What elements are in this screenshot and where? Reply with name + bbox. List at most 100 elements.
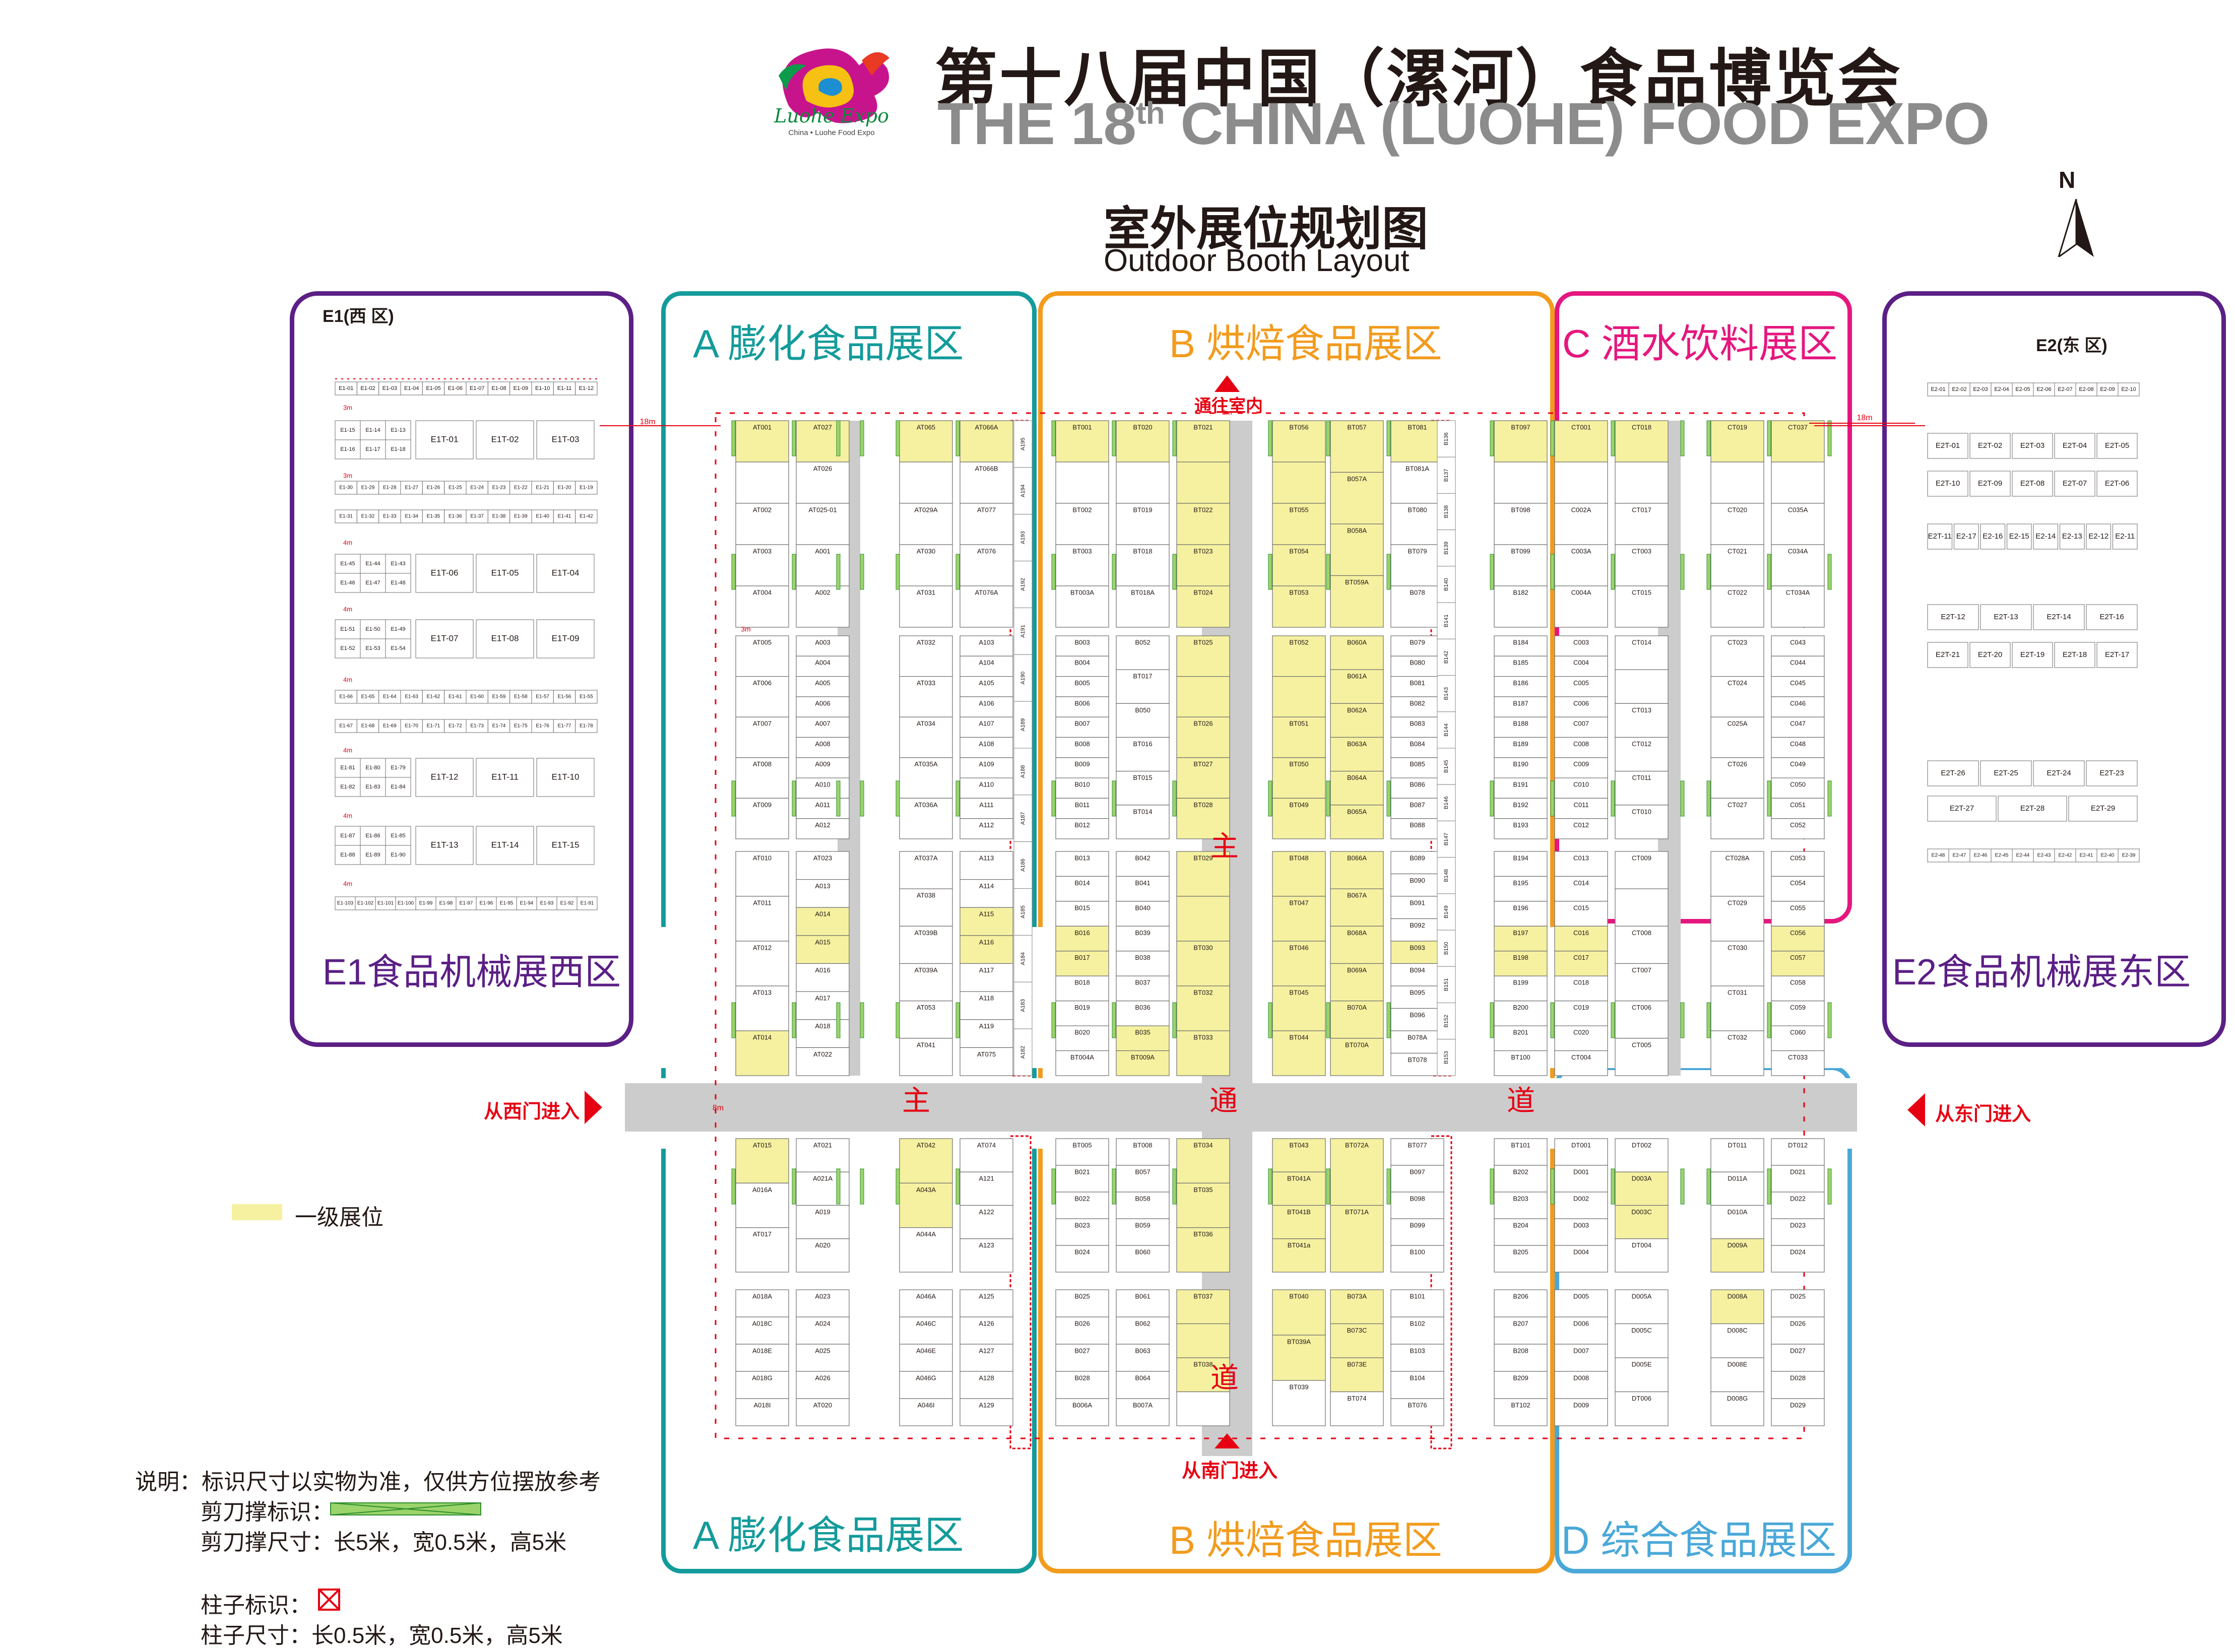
booth-c3-s0-2 bbox=[960, 503, 1013, 545]
entrance-arrows bbox=[585, 375, 1925, 1448]
brace-6-1 bbox=[1051, 554, 1056, 590]
booth-label-c5-s2-0: B042 bbox=[1135, 854, 1150, 862]
booth-c6-s1-1 bbox=[1176, 676, 1230, 717]
booth-label-c9-s1-1: B080 bbox=[1410, 659, 1425, 667]
booth-label-c4-s1-6: B009 bbox=[1074, 760, 1090, 768]
booth-label-c13-s1-3: CT026 bbox=[1728, 760, 1747, 768]
booth-label-c1-s1-4: A007 bbox=[815, 720, 830, 728]
e2-zone-name: E2食品机械展东区 bbox=[1892, 952, 2191, 993]
booth-c5-s1-3 bbox=[1116, 737, 1170, 772]
e2-block-5-2 bbox=[2033, 760, 2085, 786]
booth-label-c13-s4-3: D008G bbox=[1727, 1395, 1748, 1402]
booth-c3-s1-9 bbox=[960, 818, 1013, 839]
booth-label-c0-s2-4: AT014 bbox=[753, 1033, 772, 1041]
booth-label-c0-s4-1: A018C bbox=[752, 1319, 773, 1327]
e1-small-label-4-0: E1-87 bbox=[340, 833, 355, 839]
e1-big-label-3-0: E1T-12 bbox=[431, 772, 459, 781]
booth-grid: AT001AT002AT003AT004AT005AT006AT007AT008… bbox=[630, 409, 1915, 1426]
e1-strip1b-label-9: E1-40 bbox=[536, 514, 549, 519]
brace-1-1 bbox=[792, 554, 796, 590]
booth-label-c2-s2-4: AT053 bbox=[917, 1004, 935, 1011]
thin-booth-0-8 bbox=[1013, 795, 1033, 842]
booth-c5-s3-4 bbox=[1116, 1245, 1170, 1273]
thin-booth-label-1-5: B141 bbox=[1443, 614, 1449, 627]
booth-label-c14-s2-8: CT033 bbox=[1788, 1053, 1808, 1061]
booth-label-c14-s0-3: C034A bbox=[1788, 547, 1808, 555]
booth-c1-s4-1 bbox=[796, 1316, 850, 1345]
booth-label-c8-s0-3: BT059A bbox=[1345, 578, 1369, 586]
booth-label-c8-s1-1: B061A bbox=[1347, 673, 1367, 680]
booth-label-c9-s4-3: B104 bbox=[1410, 1374, 1425, 1381]
booth-label-c12-s1-2: CT013 bbox=[1632, 706, 1651, 714]
booth-label-c3-s4-1: A126 bbox=[979, 1319, 994, 1327]
e2-top-label-0: E2-01 bbox=[1931, 386, 1945, 392]
thin-booth-label-0-11: A184 bbox=[1020, 952, 1026, 965]
e2-top-label-6: E2-07 bbox=[2058, 386, 2072, 392]
booth-label-c11-s0-0: CT001 bbox=[1571, 423, 1591, 431]
e1-top-label-0: E1-01 bbox=[339, 385, 353, 391]
e1-small-1-2 bbox=[385, 554, 411, 574]
booth-c7-s2-4 bbox=[1272, 1030, 1326, 1076]
brace-3-1 bbox=[860, 554, 864, 590]
booth-label-c12-s2-5: CT005 bbox=[1632, 1041, 1651, 1048]
e1-bottom-5 bbox=[435, 896, 457, 910]
e1-strip1b-9 bbox=[531, 509, 554, 523]
booth-c9-s3-2 bbox=[1390, 1192, 1444, 1219]
legend-premium-swatch bbox=[232, 1204, 282, 1220]
booth-label-c10-s3-4: B205 bbox=[1513, 1248, 1528, 1255]
e1-small-label-1-1: E1-44 bbox=[365, 561, 380, 567]
e1-small-label-2-2: E1-49 bbox=[391, 626, 405, 632]
booth-label-c12-s0-4: CT015 bbox=[1632, 588, 1651, 596]
north-arrow-icon bbox=[2058, 199, 2094, 257]
e2-block-4-0 bbox=[1927, 642, 1968, 668]
booth-label-c0-s3-2: AT017 bbox=[753, 1230, 772, 1238]
booth-label-c5-s3-3: B059 bbox=[1135, 1221, 1150, 1229]
e1-small-label-4-1: E1-86 bbox=[365, 833, 380, 839]
booth-label-c1-s4-0: A023 bbox=[815, 1292, 830, 1300]
booth-c0-s4-4 bbox=[735, 1398, 789, 1426]
e2-block-label-3-0: E2T-12 bbox=[1941, 613, 1965, 621]
booth-label-c3-s1-8: A111 bbox=[979, 801, 993, 809]
thin-booth-label-0-7: A188 bbox=[1020, 765, 1026, 778]
booth-label-c7-s4-0: BT040 bbox=[1289, 1292, 1308, 1300]
booth-c7-s1-1 bbox=[1272, 676, 1326, 717]
e1-strip2b-label-8: E1-75 bbox=[514, 723, 528, 729]
booth-label-c2-s0-0: AT065 bbox=[917, 423, 935, 431]
booth-c1-s1-0 bbox=[796, 635, 850, 656]
booth-label-c6-s2-0: BT029 bbox=[1193, 854, 1212, 862]
e1-strip1a-label-3: E1-27 bbox=[405, 485, 418, 491]
booth-label-c9-s3-0: BT077 bbox=[1408, 1141, 1427, 1149]
e2-block-0-3 bbox=[2054, 433, 2095, 459]
e1-bottom-label-2: E1-101 bbox=[377, 901, 394, 906]
booth-label-c3-s3-1: A121 bbox=[979, 1175, 994, 1182]
brace-5-2 bbox=[955, 780, 960, 817]
booth-label-c10-s0-3: BT099 bbox=[1511, 547, 1530, 555]
booth-label-c8-s4-3: BT074 bbox=[1347, 1395, 1366, 1402]
thin-booth-0-2 bbox=[1013, 514, 1033, 562]
booth-label-c6-s2-3: BT032 bbox=[1193, 988, 1212, 996]
north-label: N bbox=[2059, 167, 2076, 193]
e1-big-3-0 bbox=[415, 758, 474, 797]
booth-c5-s2-8 bbox=[1116, 1050, 1170, 1076]
booth-c6-s2-2 bbox=[1176, 941, 1230, 986]
legend-brace-size: 剪刀撑尺寸：长5米，宽0.5米，高5米 bbox=[201, 1530, 567, 1555]
brace-13-1 bbox=[1550, 554, 1555, 590]
booth-label-c13-s2-4: CT032 bbox=[1728, 1033, 1747, 1041]
booth-c11-s1-0 bbox=[1554, 635, 1608, 656]
booth-c14-s1-6 bbox=[1771, 757, 1825, 778]
brace-5-3 bbox=[955, 1002, 960, 1038]
brace-15-1 bbox=[1680, 554, 1685, 590]
booth-label-c9-s1-4: B083 bbox=[1410, 720, 1425, 728]
booth-c11-s1-7 bbox=[1554, 777, 1608, 799]
e1-small-4-0 bbox=[335, 826, 361, 846]
thin-booth-label-1-17: B153 bbox=[1443, 1051, 1449, 1064]
e1-top-2 bbox=[378, 381, 401, 395]
logo-text: Luohe Expo bbox=[774, 105, 889, 127]
booth-c14-s1-5 bbox=[1771, 737, 1825, 758]
booth-label-c6-s3-1: BT035 bbox=[1193, 1186, 1212, 1194]
booth-label-c3-s0-1: AT066B bbox=[975, 465, 998, 472]
road-char-1: 主 bbox=[902, 1085, 930, 1116]
booth-c14-s1-1 bbox=[1771, 655, 1825, 677]
booth-label-c2-s4-4: A046I bbox=[918, 1401, 935, 1409]
e2-top-label-2: E2-03 bbox=[1973, 386, 1988, 392]
